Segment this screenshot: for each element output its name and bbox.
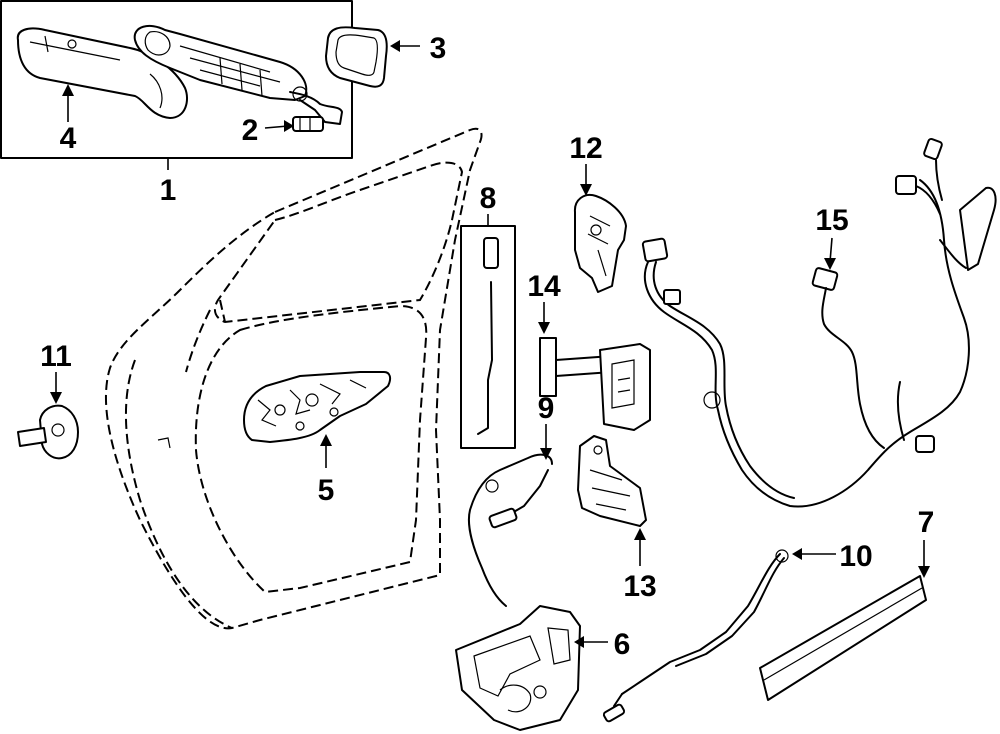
callout-5: 5 (318, 474, 335, 507)
callout-3: 3 (430, 32, 447, 65)
cable-part (468, 453, 553, 607)
callout-14: 14 (527, 270, 561, 303)
callout-15: 15 (815, 204, 848, 237)
seal-strip-part (759, 575, 927, 701)
callout-12: 12 (569, 132, 602, 165)
handle-frame-part (133, 24, 343, 125)
lock-rod-part (460, 225, 516, 449)
wiring-harness-part (641, 137, 997, 508)
callout-8: 8 (480, 182, 497, 215)
callout-11: 11 (40, 340, 72, 373)
callout-1: 1 (160, 174, 177, 207)
callout-9: 9 (538, 392, 555, 425)
callout-10: 10 (839, 540, 872, 573)
clip-part (292, 116, 324, 132)
door-lock-mechanism-part (243, 371, 392, 443)
latch-bracket-part (577, 435, 647, 527)
door-check-part (539, 337, 651, 431)
bezel-part (325, 26, 388, 88)
callout-labels: 1 2 3 4 5 6 7 8 9 10 11 12 13 14 15 (40, 32, 934, 661)
lock-actuator-part (573, 194, 627, 293)
callout-6: 6 (614, 628, 631, 661)
leaders (50, 40, 930, 648)
release-cable-part (602, 549, 789, 723)
striker-part (17, 404, 79, 460)
callout-7: 7 (918, 506, 935, 539)
handle-cover-part (16, 27, 189, 119)
callout-4: 4 (60, 122, 77, 155)
callout-13: 13 (623, 570, 656, 603)
door-latch-part (455, 605, 581, 731)
door-shell (105, 127, 483, 630)
callout-2: 2 (242, 114, 259, 147)
